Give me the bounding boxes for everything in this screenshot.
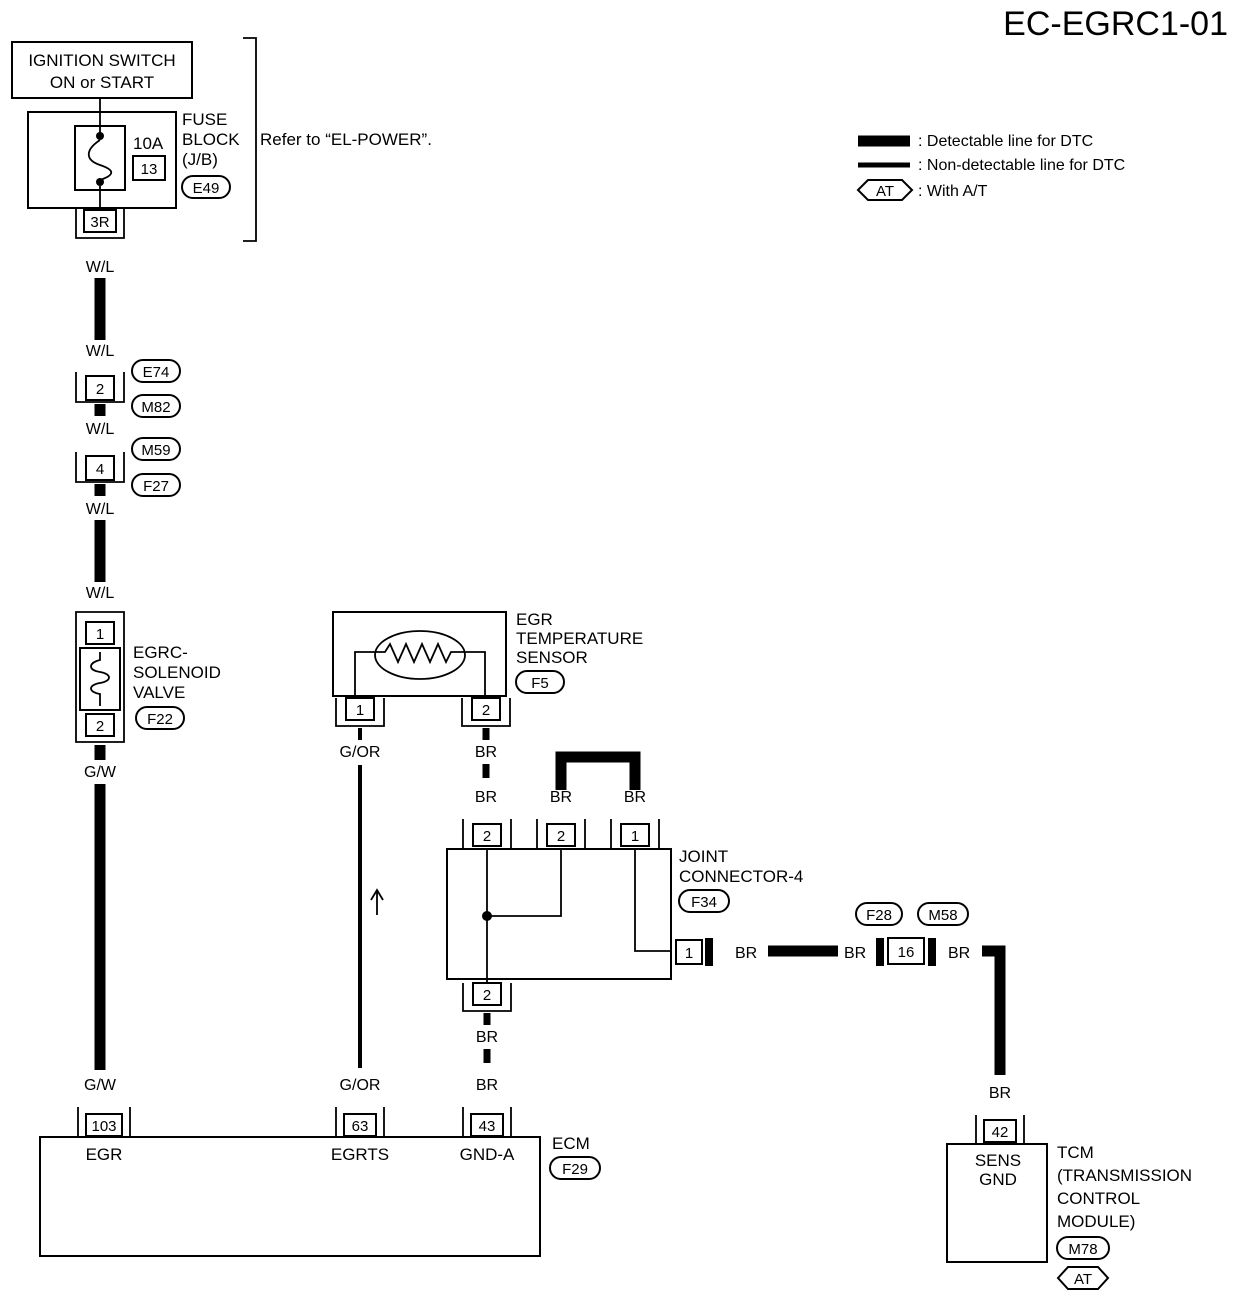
wire-label-br-4: BR xyxy=(624,789,646,806)
egr-sensor-pin-left: 1 xyxy=(356,702,364,719)
tcm-pin: 42 xyxy=(992,1124,1009,1141)
wire-label-br-6: BR xyxy=(476,1077,498,1094)
egr-sensor-label1: EGR xyxy=(516,610,553,629)
tcm-at-badge xyxy=(1056,1266,1110,1290)
wire-label-br-5: BR xyxy=(476,1029,498,1046)
tcm-term1: SENS xyxy=(975,1151,1021,1170)
fuse-rating: 10A xyxy=(133,134,164,153)
wire-label-wl-4: W/L xyxy=(86,501,115,518)
joint-connector: F34 xyxy=(691,894,717,911)
relay-conn-a: F28 xyxy=(866,907,892,924)
ecm-connector: F29 xyxy=(562,1161,588,1178)
solenoid-coil-icon xyxy=(90,652,110,706)
egr-sensor-box xyxy=(332,611,507,697)
joint-pin-top-b: 2 xyxy=(557,828,565,845)
wire-label-gw-2: G/W xyxy=(84,1077,117,1094)
ecm-term-gnda: GND-A xyxy=(460,1145,515,1164)
wire-label-wl-2: W/L xyxy=(86,343,115,360)
ecm-term-egr: EGR xyxy=(86,1145,123,1164)
solenoid-connector: F22 xyxy=(147,711,173,728)
ecm-box xyxy=(39,1136,541,1257)
wire-label-br-9: BR xyxy=(948,945,970,962)
joint-label1: JOINT xyxy=(679,847,728,866)
fuse-label2: BLOCK xyxy=(182,130,240,149)
wire-label-br-7: BR xyxy=(735,945,757,962)
fuse-connector: E49 xyxy=(193,180,220,197)
junction2-conn-a: M59 xyxy=(141,442,170,459)
wire-label-br-2: BR xyxy=(475,789,497,806)
joint-pin-top-a: 2 xyxy=(483,828,491,845)
solenoid-pin-top: 1 xyxy=(96,626,104,643)
ignition-line1: IGNITION SWITCH xyxy=(28,51,175,70)
wire-label-wl-3: W/L xyxy=(86,421,115,438)
egr-sensor-pin-right: 2 xyxy=(482,702,490,719)
fuse-refer-text: Refer to “EL-POWER”. xyxy=(260,130,432,149)
tcm-label2: (TRANSMISSION xyxy=(1057,1166,1192,1185)
legend: : Detectable line for DTC : Non-detectab… xyxy=(856,133,1125,201)
ignition-switch-box xyxy=(11,41,193,99)
ecm-term-egrts: EGRTS xyxy=(331,1145,389,1164)
tcm-connector: M78 xyxy=(1068,1241,1097,1258)
legend-nondetectable-text: : Non-detectable line for DTC xyxy=(918,157,1125,174)
wire-label-wl-5: W/L xyxy=(86,585,115,602)
egr-sensor-connector: F5 xyxy=(531,675,549,692)
joint-pin-top-c: 1 xyxy=(631,828,639,845)
wire-label-br-8: BR xyxy=(844,945,866,962)
ecm-pin-egr: 103 xyxy=(91,1118,116,1135)
legend-at-text: : With A/T xyxy=(918,183,988,200)
tcm-box xyxy=(946,1143,1048,1263)
wire-label-wl-1: W/L xyxy=(86,259,115,276)
solenoid-label2: SOLENOID xyxy=(133,663,221,682)
relay-pin: 16 xyxy=(898,944,915,961)
solenoid-label3: VALVE xyxy=(133,683,185,702)
solenoid-pin-bottom: 2 xyxy=(96,718,104,735)
wire-label-gw-1: G/W xyxy=(84,764,117,781)
fuse-label3: (J/B) xyxy=(182,150,218,169)
solenoid-outline xyxy=(75,611,125,743)
joint-label2: CONNECTOR-4 xyxy=(679,867,803,886)
junction2-conn-b: F27 xyxy=(143,478,169,495)
egr-sensor-label2: TEMPERATURE xyxy=(516,629,643,648)
legend-detectable-text: : Detectable line for DTC xyxy=(918,133,1093,150)
wire-label-br-1: BR xyxy=(475,744,497,761)
relay-conn-b: M58 xyxy=(928,907,957,924)
junction1-pin: 2 xyxy=(96,381,104,398)
fuse-number: 13 xyxy=(141,161,158,178)
wire-label-gor-1: G/OR xyxy=(340,744,381,761)
legend-at-badge xyxy=(856,179,914,201)
legend-at-badge-text: AT xyxy=(876,183,894,200)
wire-label-br-10: BR xyxy=(989,1085,1011,1102)
signal-arrow-icon xyxy=(370,888,384,915)
ecm-pin-egrts: 63 xyxy=(352,1118,369,1135)
tcm-label1: TCM xyxy=(1057,1143,1094,1162)
tcm-term2: GND xyxy=(979,1170,1017,1189)
junction1-conn-b: M82 xyxy=(141,399,170,416)
tcm-at-badge-text: AT xyxy=(1074,1271,1092,1288)
solenoid-label1: EGRC- xyxy=(133,643,188,662)
egr-sensor-label3: SENSOR xyxy=(516,648,588,667)
wire-label-br-3: BR xyxy=(550,789,572,806)
fuse-connector-badge xyxy=(181,175,231,199)
wire-label-gor-2: G/OR xyxy=(340,1077,381,1094)
joint-pin-right: 1 xyxy=(685,945,693,962)
fuse-terminal: 3R xyxy=(90,214,109,231)
diagram-title: EC-EGRC1-01 xyxy=(1003,5,1228,43)
fuse-bracket xyxy=(243,37,257,242)
ecm-label: ECM xyxy=(552,1134,590,1153)
ecm-pin-gnda: 43 xyxy=(479,1118,496,1135)
ignition-line2: ON or START xyxy=(50,73,154,92)
junction2-pin: 4 xyxy=(96,461,104,478)
joint-connector-box xyxy=(446,848,672,980)
joint-pin-bottom: 2 xyxy=(483,987,491,1004)
wire-br-loop xyxy=(555,751,641,790)
wire-br-to-tcm xyxy=(982,945,1006,1075)
fuse-label1: FUSE xyxy=(182,110,227,129)
tcm-label3: CONTROL xyxy=(1057,1189,1140,1208)
junction1-conn-a: E74 xyxy=(143,364,170,381)
resistor-icon xyxy=(375,641,465,665)
tcm-label4: MODULE) xyxy=(1057,1212,1135,1231)
fuse-icon xyxy=(87,139,113,181)
